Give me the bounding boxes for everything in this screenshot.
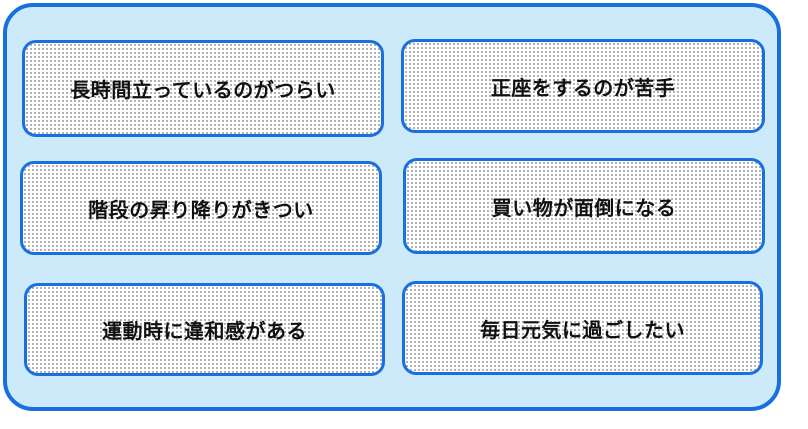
item-label: 買い物が面倒になる: [491, 195, 677, 220]
item-card-daily-health: 毎日元気に過ごしたい: [402, 281, 763, 375]
item-label: 階段の昇り降りがきつい: [88, 197, 314, 222]
item-label: 運動時に違和感がある: [102, 319, 307, 343]
item-card-standing: 長時間立っているのがつらい: [22, 40, 384, 137]
item-card-shopping: 買い物が面倒になる: [403, 158, 765, 254]
item-label: 毎日元気に過ごしたい: [480, 317, 685, 342]
item-card-stairs: 階段の昇り降りがきつい: [20, 161, 382, 255]
item-card-seiza: 正座をするのが苦手: [401, 39, 765, 133]
item-label: 正座をするのが苦手: [490, 75, 676, 100]
item-card-exercise: 運動時に違和感がある: [24, 283, 385, 376]
item-label: 長時間立っているのがつらい: [70, 78, 336, 102]
